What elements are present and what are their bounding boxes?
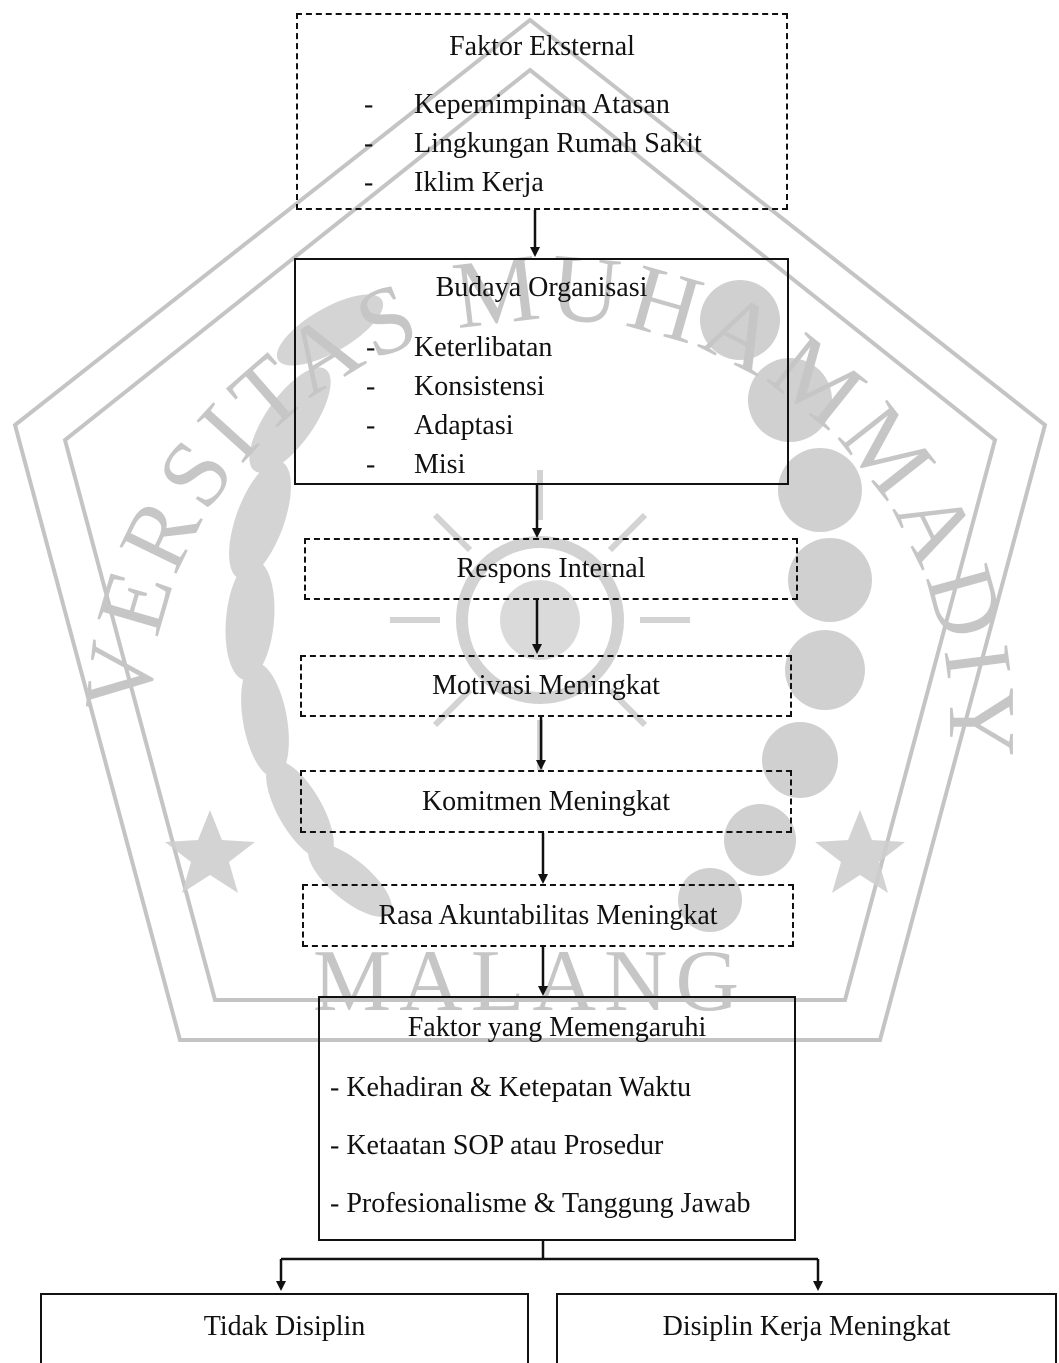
faktor-memengaruhi-title: Faktor yang Memengaruhi	[407, 1012, 707, 1043]
respons-internal-label: Respons Internal	[456, 553, 646, 584]
faktor-eksternal-item: Kepemimpinan Atasan	[414, 89, 670, 120]
bullet-dash: -	[366, 371, 376, 402]
svg-text:MALANG: MALANG	[313, 933, 747, 1030]
budaya-organisasi-title: Budaya Organisasi	[435, 272, 648, 303]
faktor-memengaruhi-box: Faktor yang Memengaruhi - Kehadiran & Ke…	[318, 996, 796, 1241]
komitmen-meningkat-box: Komitmen Meningkat	[300, 770, 792, 833]
bullet-dash: -	[366, 332, 376, 363]
bullet-dash: -	[366, 410, 376, 441]
disiplin-meningkat-label: Disiplin Kerja Meningkat	[662, 1311, 951, 1342]
motivasi-meningkat-label: Motivasi Meningkat	[432, 670, 660, 701]
respons-internal-box: Respons Internal	[304, 538, 798, 600]
tidak-disiplin-box: Tidak Disiplin	[40, 1293, 529, 1363]
budaya-organisasi-box: Budaya Organisasi - Keterlibatan - Konsi…	[294, 258, 789, 485]
bullet-dash: -	[364, 167, 374, 198]
faktor-eksternal-item: Lingkungan Rumah Sakit	[414, 128, 702, 159]
akuntabilitas-meningkat-box: Rasa Akuntabilitas Meningkat	[302, 884, 794, 947]
akuntabilitas-meningkat-label: Rasa Akuntabilitas Meningkat	[378, 899, 718, 931]
budaya-organisasi-item: Adaptasi	[414, 410, 514, 441]
faktor-eksternal-item: Iklim Kerja	[414, 167, 544, 198]
budaya-organisasi-item: Konsistensi	[414, 371, 545, 402]
budaya-organisasi-item: Keterlibatan	[414, 332, 553, 363]
motivasi-meningkat-box: Motivasi Meningkat	[300, 655, 792, 717]
tidak-disiplin-label: Tidak Disiplin	[203, 1311, 366, 1342]
bullet-dash: -	[366, 449, 376, 480]
faktor-eksternal-box: Faktor Eksternal - Kepemimpinan Atasan -…	[296, 13, 788, 210]
disiplin-meningkat-box: Disiplin Kerja Meningkat	[556, 1293, 1057, 1363]
bullet-dash: -	[364, 128, 374, 159]
komitmen-meningkat-label: Komitmen Meningkat	[421, 785, 671, 817]
faktor-memengaruhi-item: - Profesionalisme & Tanggung Jawab	[330, 1188, 751, 1219]
faktor-memengaruhi-item: - Kehadiran & Ketepatan Waktu	[330, 1072, 692, 1103]
budaya-organisasi-item: Misi	[414, 449, 466, 480]
bullet-dash: -	[364, 89, 374, 120]
faktor-eksternal-title: Faktor Eksternal	[449, 31, 635, 62]
faktor-memengaruhi-item: - Ketaatan SOP atau Prosedur	[330, 1130, 664, 1161]
